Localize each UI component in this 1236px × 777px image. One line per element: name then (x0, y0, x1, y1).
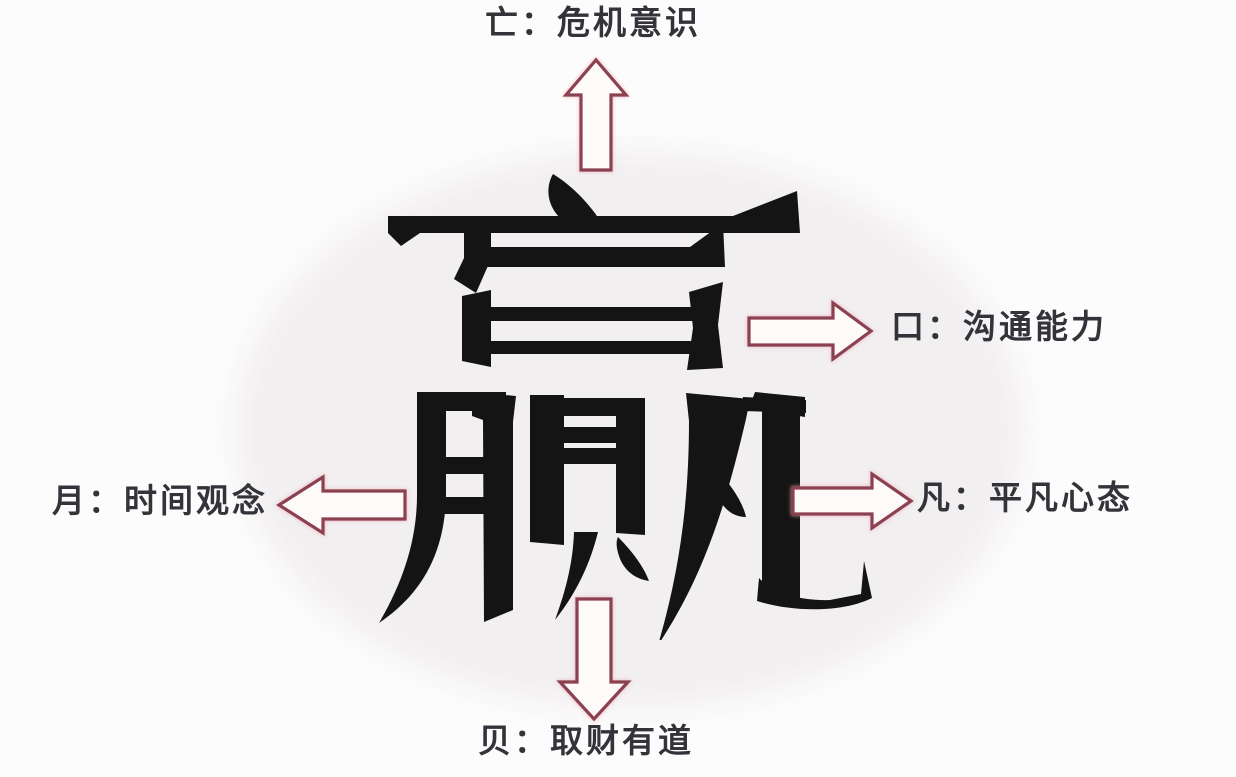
label-fan-ordinary-mindset: 凡：平凡心态 (917, 481, 1133, 517)
char-part-yue (379, 392, 516, 623)
right-arrow-lower-icon (791, 470, 914, 532)
label-yue-time-concept: 月：时间观念 (52, 484, 268, 520)
char-part-bei (530, 395, 649, 620)
char-part-fan (659, 392, 872, 640)
down-arrow-icon (556, 597, 632, 722)
label-wang-crisis-awareness: 亡：危机意识 (485, 6, 701, 42)
up-arrow-icon (562, 57, 630, 172)
right-arrow-upper-icon (747, 299, 874, 363)
label-bei-earn-wealth-properly: 贝：取财有道 (478, 724, 694, 760)
char-part-kou (462, 282, 723, 370)
left-arrow-icon (276, 474, 407, 536)
ying-character-graphic (379, 174, 872, 640)
char-part-wang (388, 174, 800, 293)
label-kou-communication: 口：沟通能力 (891, 310, 1107, 346)
